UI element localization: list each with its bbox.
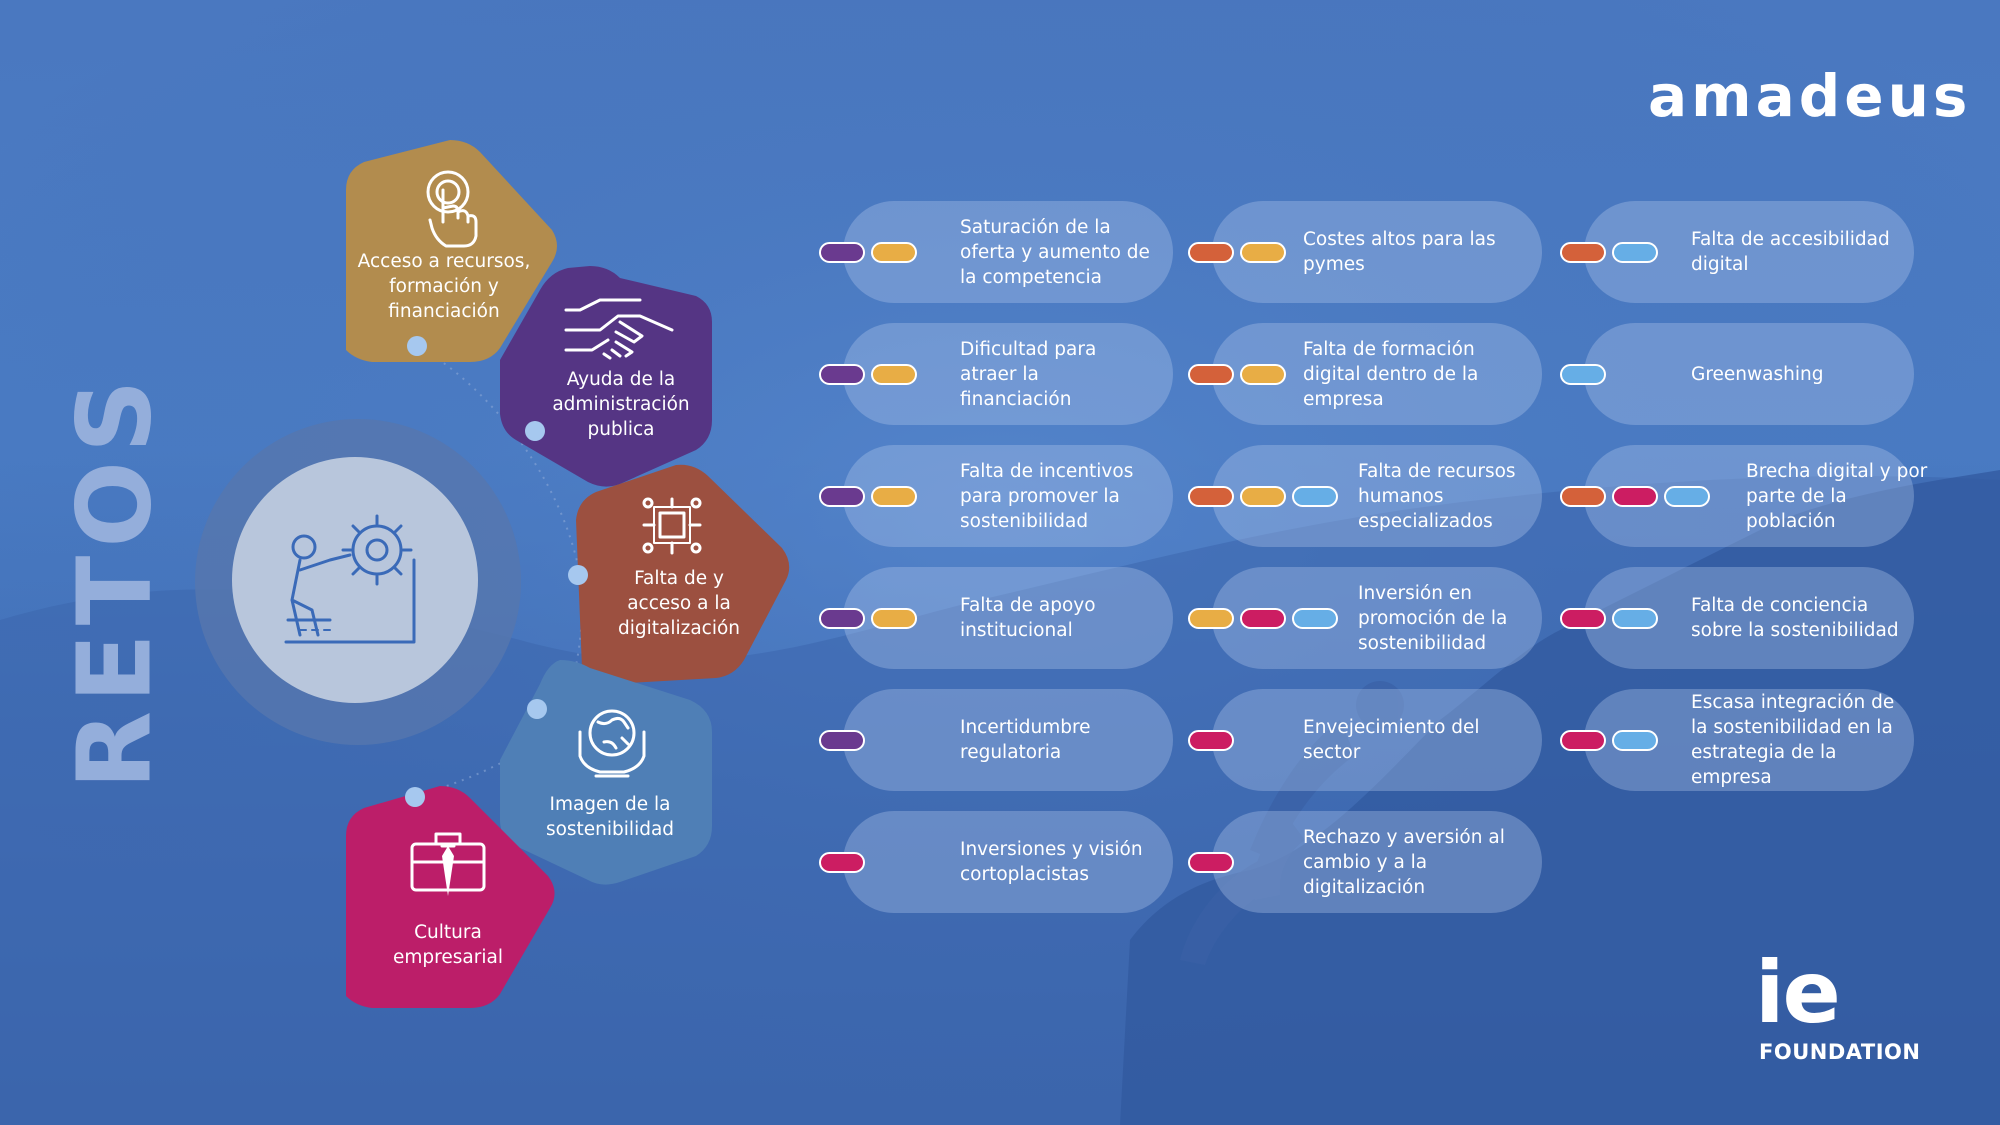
category-tag-dot [1560,242,1606,263]
challenge-pill [1584,323,1914,425]
globe-hands-icon [578,709,646,778]
category-tag-dot [1612,608,1658,629]
ie-mark: ie [1755,943,1841,1043]
challenge-text: Falta de formación digital dentro de la … [1303,338,1479,410]
connector-dot [527,699,547,719]
category-cultura-label: Cultura empresarial [393,922,503,968]
category-tag-dot [1188,852,1234,873]
category-tag-dot [819,486,865,507]
category-tag-dot [1612,242,1658,263]
challenge-pill [843,811,1173,913]
challenge-text: Saturación de la oferta y aumento de la … [960,216,1150,288]
connector-arc [414,345,583,798]
connector-dot [525,421,545,441]
category-digital-label: Falta de y acceso a la digitalización [617,568,741,639]
person-pushing-gear-icon [284,514,416,644]
hand-pointer-icon [426,170,478,248]
category-tag-dot [1188,486,1234,507]
category-tag-dot [819,852,865,873]
challenge-text: Inversiones y visión cortoplacistas [960,839,1143,885]
category-acceso-tile [346,140,557,362]
challenge-pill [843,689,1173,791]
category-tag-dot [1188,608,1234,629]
challenge-text: Costes altos para las pymes [1303,229,1496,275]
category-tag-dot [1560,486,1606,507]
category-tag-dot [871,242,917,263]
challenge-text: Inversión en promoción de la sostenibili… [1358,582,1508,654]
handshake-icon [564,298,674,360]
category-tag-dot [819,242,865,263]
category-tag-dot [1188,730,1234,751]
category-tag-dot [1560,730,1606,751]
challenge-text: Falta de incentivos para promover la sos… [960,460,1134,532]
challenge-text: Falta de accesibilidad digital [1691,229,1890,275]
category-tag-dot [1292,486,1338,507]
category-cultura-tile [346,786,555,1008]
category-tag-dot [819,608,865,629]
connector-dot [405,787,425,807]
challenge-text: Envejecimiento del sector [1303,717,1480,763]
category-tag-dot [1188,364,1234,385]
ie-foundation-text: FOUNDATION [1759,1040,1921,1064]
category-tag-dot [1188,242,1234,263]
category-ayuda-label: Ayuda de la administración publica [552,369,690,440]
challenge-pill [1212,811,1542,913]
challenge-text: Incertidumbre regulatoria [960,717,1091,763]
category-tag-dot [1240,608,1286,629]
challenge-pill [1212,689,1542,791]
category-tag-dot [871,486,917,507]
challenge-text: Falta de conciencia sobre la sostenibili… [1691,595,1899,641]
category-imagen-label: Imagen de la sostenibilidad [545,794,675,840]
category-tag-dot [1664,486,1710,507]
briefcase-tie-icon [410,832,486,896]
category-tag-dot [871,364,917,385]
category-ayuda-tile [500,266,712,487]
challenge-text: Falta de apoyo institucional [960,595,1096,641]
challenge-text: Dificultad para atraer la financiación [960,338,1097,410]
connector-dot [407,336,427,356]
connector-dot [568,565,588,585]
digital-network-icon [642,497,702,555]
category-tag-dot [1240,364,1286,385]
category-tag-dot [1612,730,1658,751]
category-digital-tile [576,464,790,684]
challenge-text: Rechazo y aversión al cambio y a la digi… [1303,826,1505,898]
challenge-text: Greenwashing [1691,363,1824,385]
ie-foundation-logo: ie FOUNDATION [1755,950,1925,1070]
challenge-text: Escasa integración de la sostenibilidad … [1691,692,1895,788]
category-tag-dot [1612,486,1658,507]
category-tag-dot [1560,608,1606,629]
category-acceso-label: Acceso a recursos, formación y financiac… [357,251,531,322]
category-tag-dot [1240,242,1286,263]
category-tag-dot [871,608,917,629]
category-tag-dot [819,364,865,385]
challenge-text: Brecha digital y por parte de la poblaci… [1746,460,1928,532]
amadeus-logo: amadeus [1648,62,1972,130]
category-tag-dot [1240,486,1286,507]
category-tag-dot [1560,364,1606,385]
cliff-silhouette [1120,470,2000,1125]
category-tag-dot [819,730,865,751]
category-tag-dot [1292,608,1338,629]
climber-silhouette [1180,681,1404,965]
challenge-text: Falta de recursos humanos especializados [1358,460,1516,532]
